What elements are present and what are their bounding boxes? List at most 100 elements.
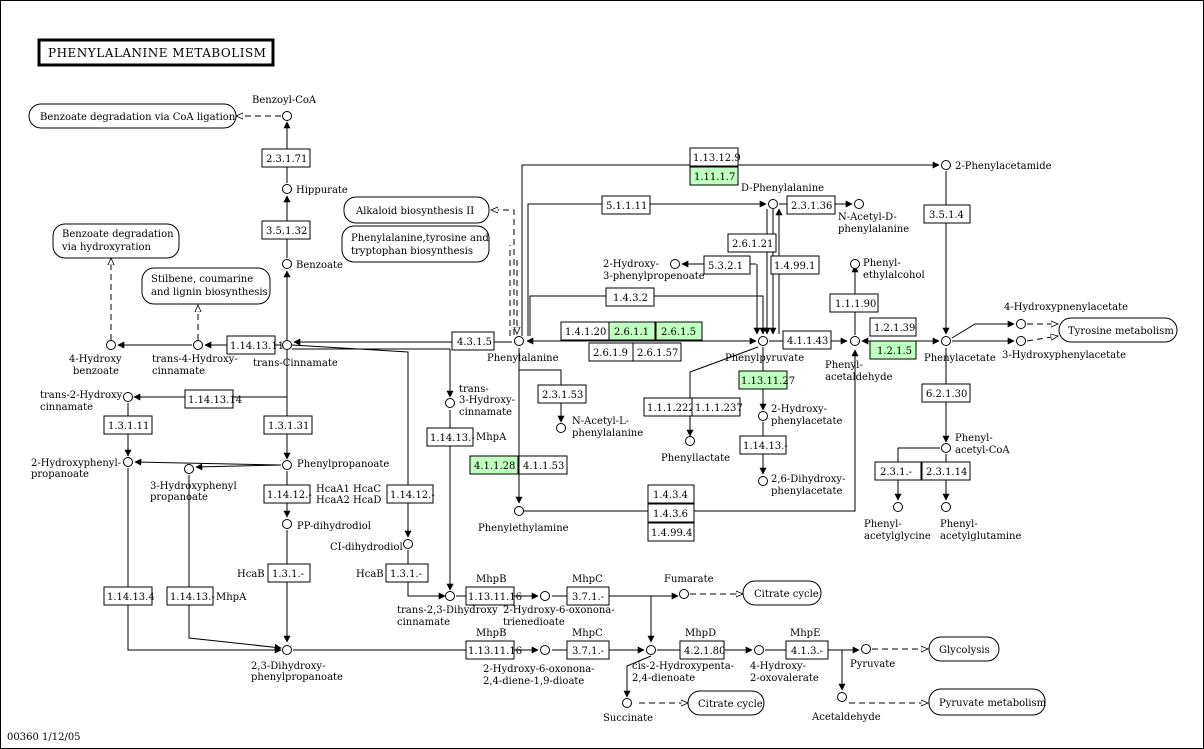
compound-phenylacetaldehyde[interactable]: Phenyl-acetaldehyde: [825, 336, 892, 384]
enzyme-1-4-3-4[interactable]: 1.4.3.4: [647, 484, 695, 504]
enzyme-1-14-13-a[interactable]: 1.14.13.-: [166, 586, 215, 606]
enzyme-1-13-11-16-a[interactable]: 1.13.11.16: [465, 586, 522, 606]
enzyme-4-2-1-80[interactable]: 4.2.1.80: [679, 640, 725, 660]
enzyme-boxes[interactable]: 2.3.1.71 3.5.1.32 1.14.13.11 4.3.1.5 1.1…: [103, 147, 971, 660]
pathway-pyruvate-metabolism[interactable]: Pyruvate metabolism: [928, 688, 1047, 716]
compound-23-dihydroxyphenylpropanoate[interactable]: 2,3-Dihydroxy-phenylpropanoate: [251, 645, 343, 684]
enzyme-2-3-1-71[interactable]: 2.3.1.71: [261, 148, 311, 168]
pathway-benzoate-hydroxyration[interactable]: Benzoate degradation via hydroxyration: [52, 223, 180, 259]
enzyme-1-4-3-6[interactable]: 1.4.3.6: [647, 503, 695, 523]
compound-fumarate[interactable]: Fumarate: [664, 574, 714, 599]
pathway-tyrosine[interactable]: Tyrosine metabolism: [1058, 317, 1178, 343]
compound-benzoate[interactable]: Benzoate: [282, 259, 343, 272]
compound-pyruvate[interactable]: Pyruvate: [850, 644, 895, 671]
compound-d-phenylalanine[interactable]: D-Phenylalanine: [741, 183, 824, 209]
enzyme-2-3-1-14[interactable]: 2.3.1.14: [921, 461, 971, 481]
compound-phenylethylamine[interactable]: Phenylethylamine: [478, 506, 569, 535]
enzyme-5-3-2-1[interactable]: 5.3.2.1: [703, 255, 751, 275]
enzyme-1-2-1-39[interactable]: 1.2.1.39: [869, 317, 917, 337]
compound-2-hydroxy-3-phenylpropenoate[interactable]: 2-Hydroxy-3-phenylpropenoate: [603, 259, 705, 282]
enzyme-1-14-13-c[interactable]: 1.14.13.-: [739, 435, 788, 455]
enzyme-3-5-1-32[interactable]: 3.5.1.32: [261, 220, 311, 240]
compound-2-hydroxyphenylpropanoate[interactable]: 2-Hydroxyphenyl-propanoate: [31, 457, 133, 481]
compound-4-hydroxyphenylacetate[interactable]: 4-Hydroxypnenylacetate: [1004, 302, 1128, 329]
enzyme-1-1-1-237[interactable]: 1.1.1.237: [691, 397, 743, 417]
pathway-alkaloid[interactable]: Alkaloid biosynthesis II: [343, 196, 490, 224]
compound-phenyllactate[interactable]: Phenyllactate: [661, 436, 730, 465]
compound-phenylacetyl-coa[interactable]: Phenyl-acetyl-CoA: [941, 433, 1011, 456]
enzyme-1-4-99-1[interactable]: 1.4.99.1: [770, 255, 820, 275]
enzyme-1-4-1-20[interactable]: 1.4.1.20: [560, 321, 610, 341]
pathway-citrate-cycle-1[interactable]: Citrate cycle: [742, 580, 822, 606]
enzyme-2-6-1-57[interactable]: 2.6.1.57: [632, 342, 682, 362]
compound-4-hydroxy-2-oxovalerate[interactable]: 4-Hydroxy-2-oxovalerate: [750, 645, 819, 685]
enzyme-1-13-11-27[interactable]: 1.13.11.27: [738, 370, 795, 390]
compound-hippurate[interactable]: Hippurate: [282, 184, 348, 197]
compound-phenylalanine[interactable]: Phenylalanine: [487, 336, 559, 365]
compound-phenylacetylglycine[interactable]: Phenyl-acetylglycine: [864, 502, 931, 543]
enzyme-5-1-1-11[interactable]: 5.1.1.11: [601, 195, 651, 215]
enzyme-1-14-13-4[interactable]: 1.14.13.4: [103, 586, 155, 606]
enzyme-1-14-13-11[interactable]: 1.14.13.11: [226, 335, 284, 355]
enzyme-4-3-1-5[interactable]: 4.3.1.5: [451, 331, 495, 351]
enzyme-1-13-11-16-b[interactable]: 1.13.11.16: [465, 640, 522, 660]
pathway-stilbene[interactable]: Stilbene, coumarine and lignin biosynthe…: [141, 267, 271, 305]
compound-trans-3-hydroxycinnamate[interactable]: trans-3-Hydroxy-cinnamate: [445, 384, 515, 418]
compound-phenylpropanoate[interactable]: Phenylpropanoate: [282, 459, 390, 470]
enzyme-4-1-3-a[interactable]: 4.1.3.-: [785, 640, 829, 660]
enzyme-1-2-1-5[interactable]: 1.2.1.5: [869, 340, 917, 360]
compound-hydroxyoxononadienedioate[interactable]: 2-Hydroxy-6-oxonona-2,4-diene-1,9-dioate: [483, 645, 595, 688]
compound-phenylpyruvate[interactable]: Phenylpyruvate: [725, 336, 804, 365]
compound-trans-cinnamate[interactable]: trans-Cinnamate: [253, 340, 338, 370]
enzyme-1-3-1-b[interactable]: 1.3.1.-: [385, 563, 429, 583]
enzyme-3-7-1-b[interactable]: 3.7.1.-: [566, 640, 610, 660]
enzyme-4-1-1-53[interactable]: 4.1.1.53: [518, 455, 568, 475]
enzyme-1-3-1-11[interactable]: 1.3.1.11: [103, 415, 153, 435]
compound-26-dihydroxyphenylacetate[interactable]: 2,6-Dihydroxy-phenylacetate: [758, 474, 846, 497]
enzyme-1-14-12-a[interactable]: 1.14.12.-: [263, 484, 312, 504]
compound-phenylacetate[interactable]: Phenylacetate: [924, 336, 996, 365]
compound-hydroxyoxononatrienedioate[interactable]: 2-Hydroxy-6-oxonona-trienedioate: [503, 591, 615, 629]
enzyme-3-5-1-4[interactable]: 3.5.1.4: [923, 204, 971, 224]
enzyme-1-1-1-222[interactable]: 1.1.1.222: [643, 397, 695, 417]
compound-acetaldehyde[interactable]: Acetaldehyde: [811, 692, 881, 724]
enzyme-2-6-1-1[interactable]: 2.6.1.1: [608, 321, 656, 341]
enzyme-4-1-1-43[interactable]: 4.1.1.43: [782, 330, 832, 350]
enzyme-3-7-1-a[interactable]: 3.7.1.-: [566, 586, 610, 606]
pathway-glycolysis[interactable]: Glycolysis: [928, 636, 1000, 662]
enzyme-2-3-1-a[interactable]: 2.3.1.-: [874, 461, 922, 481]
compound-phenylacetylglutamine[interactable]: Phenyl-acetylglutamine: [940, 502, 1021, 543]
compound-cis-2-hydroxypenta-24-dienoate[interactable]: cis-2-Hydroxypenta-2,4-dienoate: [632, 645, 734, 685]
enzyme-1-4-3-2[interactable]: 1.4.3.2: [605, 287, 655, 307]
compound-3-hydroxyphenylacetate[interactable]: 3-Hydroxyphenylacetate: [1002, 336, 1126, 362]
compound-nodes[interactable]: Benzoyl-CoA Hippurate Benzoate 4-Hydroxy…: [31, 95, 1128, 724]
enzyme-1-11-1-7[interactable]: 1.11.1.7: [689, 166, 739, 186]
enzyme-1-1-1-90[interactable]: 1.1.1.90: [829, 293, 879, 313]
enzyme-4-1-1-28[interactable]: 4.1.1.28: [469, 455, 519, 475]
enzyme-6-2-1-30[interactable]: 6.2.1.30: [921, 383, 971, 403]
enzyme-1-14-13-14[interactable]: 1.14.13.14: [184, 389, 242, 409]
enzyme-2-3-1-36[interactable]: 2.3.1.36: [786, 195, 836, 215]
enzyme-2-3-1-53[interactable]: 2.3.1.53: [537, 384, 587, 404]
enzyme-1-3-1-31[interactable]: 1.3.1.31: [263, 415, 313, 435]
compound-n-acetyl-d-phenylalanine[interactable]: N-Acetyl-D-phenylalanine: [838, 199, 909, 236]
pathway-phe-tyr-trp[interactable]: Phenylalanine,tyrosine and tryptophan bi…: [341, 225, 490, 263]
enzyme-1-4-99-4[interactable]: 1.4.99.4: [647, 522, 695, 542]
enzyme-1-3-1-a[interactable]: 1.3.1.-: [267, 563, 311, 583]
enzyme-1-14-12-b[interactable]: 1.14.12.-: [386, 484, 435, 504]
pathway-links[interactable]: Benzoate degradation via CoA ligation Be…: [28, 103, 1178, 716]
pathway-citrate-cycle-2[interactable]: Citrate cycle: [687, 690, 765, 716]
pathway-benzoate-coa[interactable]: Benzoate degradation via CoA ligation: [28, 103, 237, 129]
enzyme-2-6-1-9[interactable]: 2.6.1.9: [588, 342, 634, 362]
enzyme-1-13-12-9[interactable]: 1.13.12.9: [689, 147, 741, 167]
enzyme-1-14-13-b[interactable]: 1.14.13.-: [426, 427, 475, 447]
compound-pp-dihydrodiol[interactable]: PP-dihydrodiol: [282, 519, 372, 533]
compound-2-phenylacetamide[interactable]: 2-Phenylacetamide: [941, 160, 1052, 173]
compound-benzoyl-coa[interactable]: Benzoyl-CoA: [252, 95, 317, 121]
enzyme-2-6-1-21[interactable]: 2.6.1.21: [727, 233, 777, 253]
compound-succinate[interactable]: Succinate: [603, 698, 653, 725]
